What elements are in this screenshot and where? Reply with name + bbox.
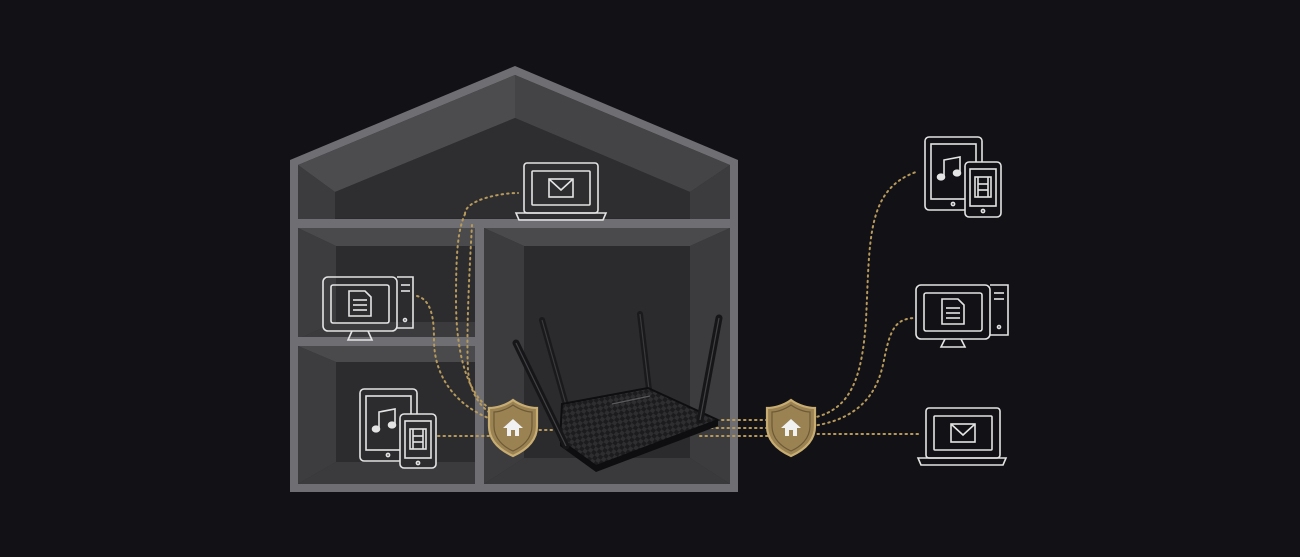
desktop-document-icon [322, 276, 414, 341]
external-desktop-document-icon [915, 284, 1009, 348]
external-laptop-mail-icon [916, 407, 1008, 466]
shield-home-icon [487, 398, 539, 458]
shield-home-icon-external [765, 398, 817, 458]
tablet-music-phone-video-icon [359, 388, 437, 469]
external-tablet-music-phone-video-icon [924, 136, 1002, 218]
attic-room [298, 75, 730, 222]
external-music-note-icon [936, 156, 962, 181]
lower-left-room [298, 346, 475, 484]
connection-attic-laptop-drop [454, 213, 509, 417]
upper-left-room [298, 228, 475, 339]
connection-desktop [416, 295, 507, 425]
wifi-router-icon [512, 311, 723, 472]
connection-attic-laptop [464, 192, 519, 215]
laptop-mail-icon [514, 162, 608, 221]
music-note-icon [371, 408, 397, 433]
connection-external-tablet [811, 171, 917, 419]
connection-external-desktop [811, 317, 917, 427]
